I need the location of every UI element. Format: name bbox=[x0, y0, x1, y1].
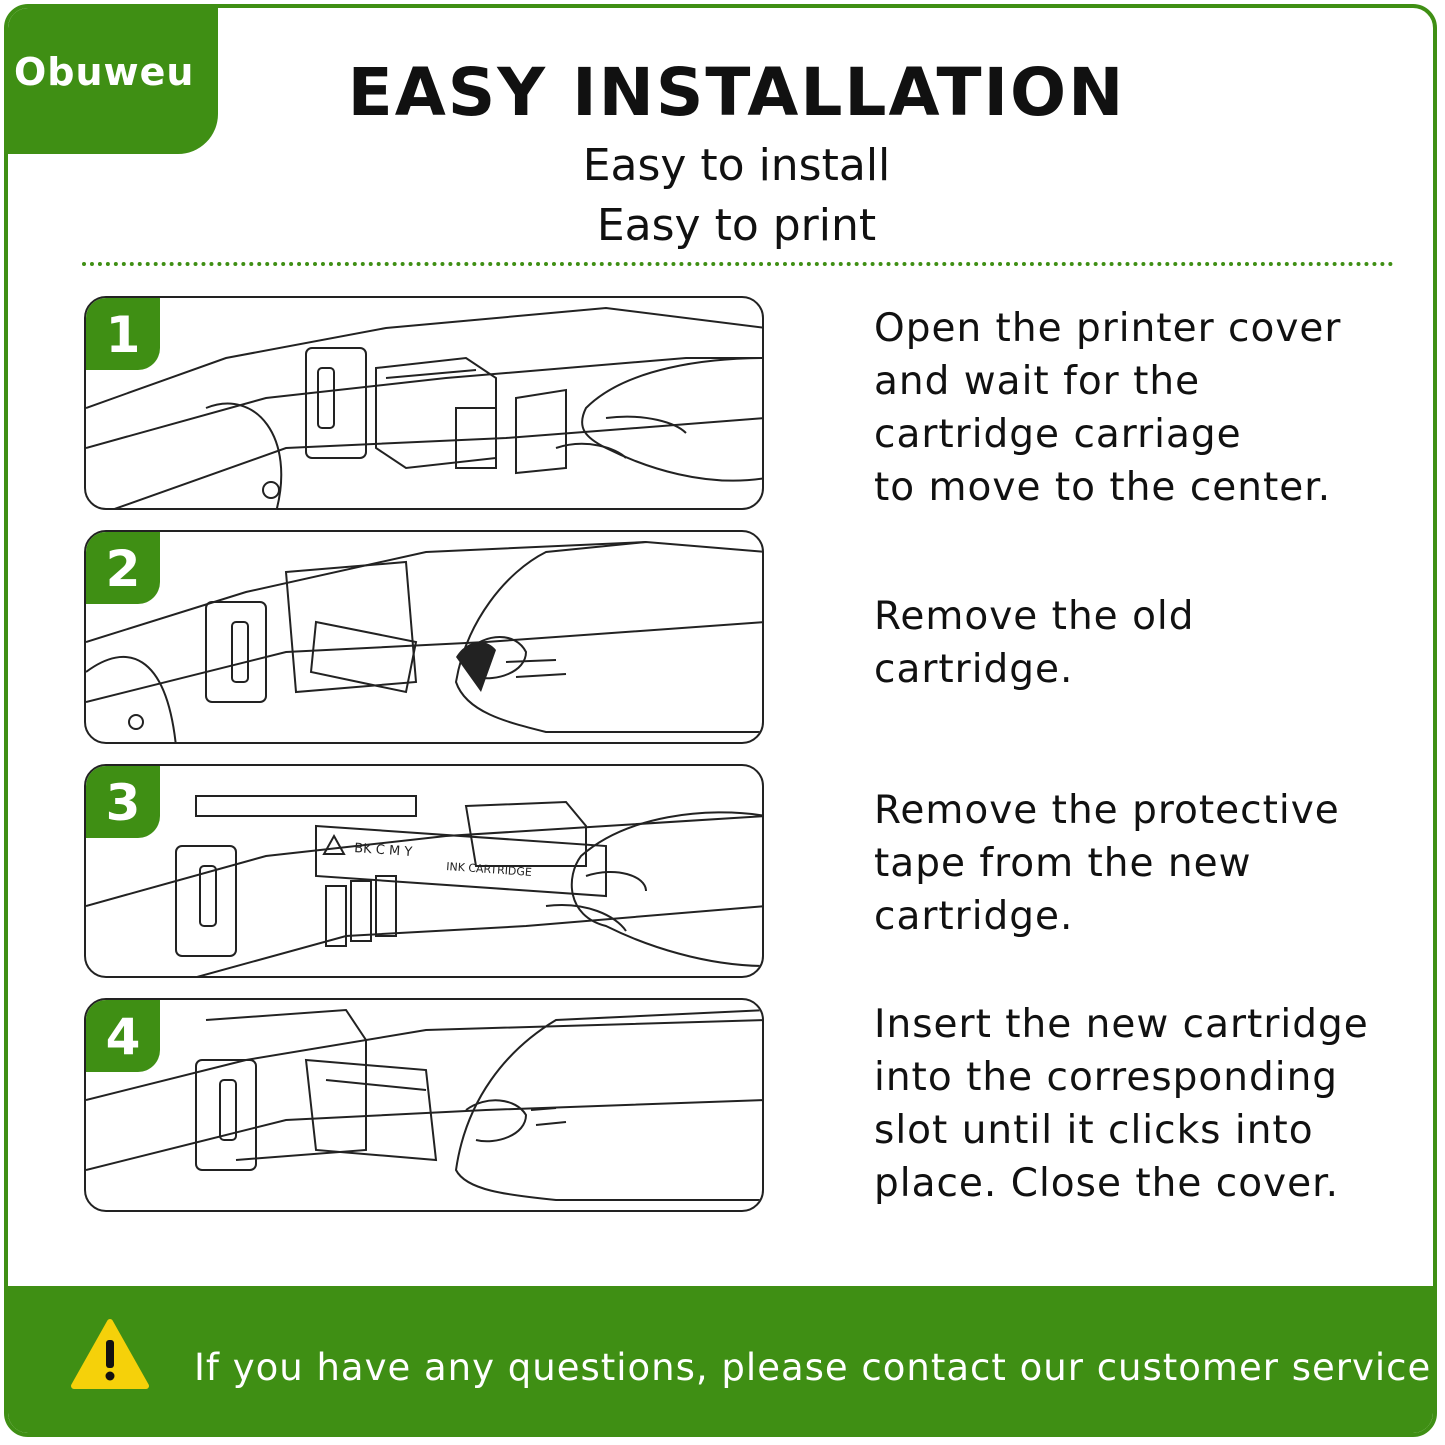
insert-cartridge-illustration bbox=[86, 1008, 762, 1201]
page-frame: Obuweu EASY INSTALLATION Easy to install… bbox=[4, 4, 1437, 1437]
step-3-line: cartridge. bbox=[874, 894, 1074, 939]
step-4-line: Insert the new cartridge bbox=[874, 1002, 1369, 1047]
customer-service-notice: If you have any questions, please contac… bbox=[194, 1346, 1437, 1389]
step-2-line: cartridge. bbox=[874, 647, 1074, 692]
remove-cartridge-illustration bbox=[86, 540, 762, 742]
warning-icon bbox=[71, 1319, 149, 1389]
subtitle-print: Easy to print bbox=[596, 200, 877, 251]
step-4-line: place. Close the cover. bbox=[874, 1161, 1339, 1206]
page-title: EASY INSTALLATION bbox=[347, 54, 1126, 131]
step-1-instructions: Open the printer cover and wait for the … bbox=[874, 302, 1414, 514]
footer-banner: If you have any questions, please contac… bbox=[8, 1286, 1437, 1433]
brand-logo-tab: Obuweu bbox=[8, 8, 218, 154]
step-3-illustration: BK C M Y INK CARTRIDGE 3 bbox=[84, 764, 764, 978]
printer-carriage-illustration bbox=[86, 306, 762, 508]
step-3-instructions: Remove the protective tape from the new … bbox=[874, 784, 1414, 943]
step-4-instructions: Insert the new cartridge into the corres… bbox=[874, 998, 1414, 1210]
step-number-3: 3 bbox=[86, 766, 160, 838]
step-number-4: 4 bbox=[86, 1000, 160, 1072]
step-1-illustration: 1 bbox=[84, 296, 764, 510]
step-4-illustration: 4 bbox=[84, 998, 764, 1212]
cartridge-color-code: BK C M Y bbox=[354, 841, 413, 860]
step-1-line: cartridge carriage bbox=[874, 412, 1242, 457]
step-2-instructions: Remove the old cartridge. bbox=[874, 590, 1414, 696]
dotted-divider bbox=[82, 262, 1394, 266]
step-number-1: 1 bbox=[86, 298, 160, 370]
step-2-line: Remove the old bbox=[874, 594, 1195, 639]
step-2-illustration: 2 bbox=[84, 530, 764, 744]
subtitle-install: Easy to install bbox=[582, 140, 891, 191]
step-4-line: slot until it clicks into bbox=[874, 1108, 1314, 1153]
step-1-line: Open the printer cover bbox=[874, 306, 1342, 351]
remove-tape-illustration: BK C M Y INK CARTRIDGE bbox=[86, 795, 762, 976]
step-4-line: into the corresponding bbox=[874, 1055, 1339, 1100]
step-3-line: tape from the new bbox=[874, 841, 1252, 886]
step-1-line: and wait for the bbox=[874, 359, 1201, 404]
cartridge-label: INK CARTRIDGE bbox=[446, 860, 533, 879]
brand-logo: Obuweu bbox=[14, 50, 195, 94]
step-1-line: to move to the center. bbox=[874, 465, 1332, 510]
step-3-line: Remove the protective bbox=[874, 788, 1340, 833]
step-number-2: 2 bbox=[86, 532, 160, 604]
